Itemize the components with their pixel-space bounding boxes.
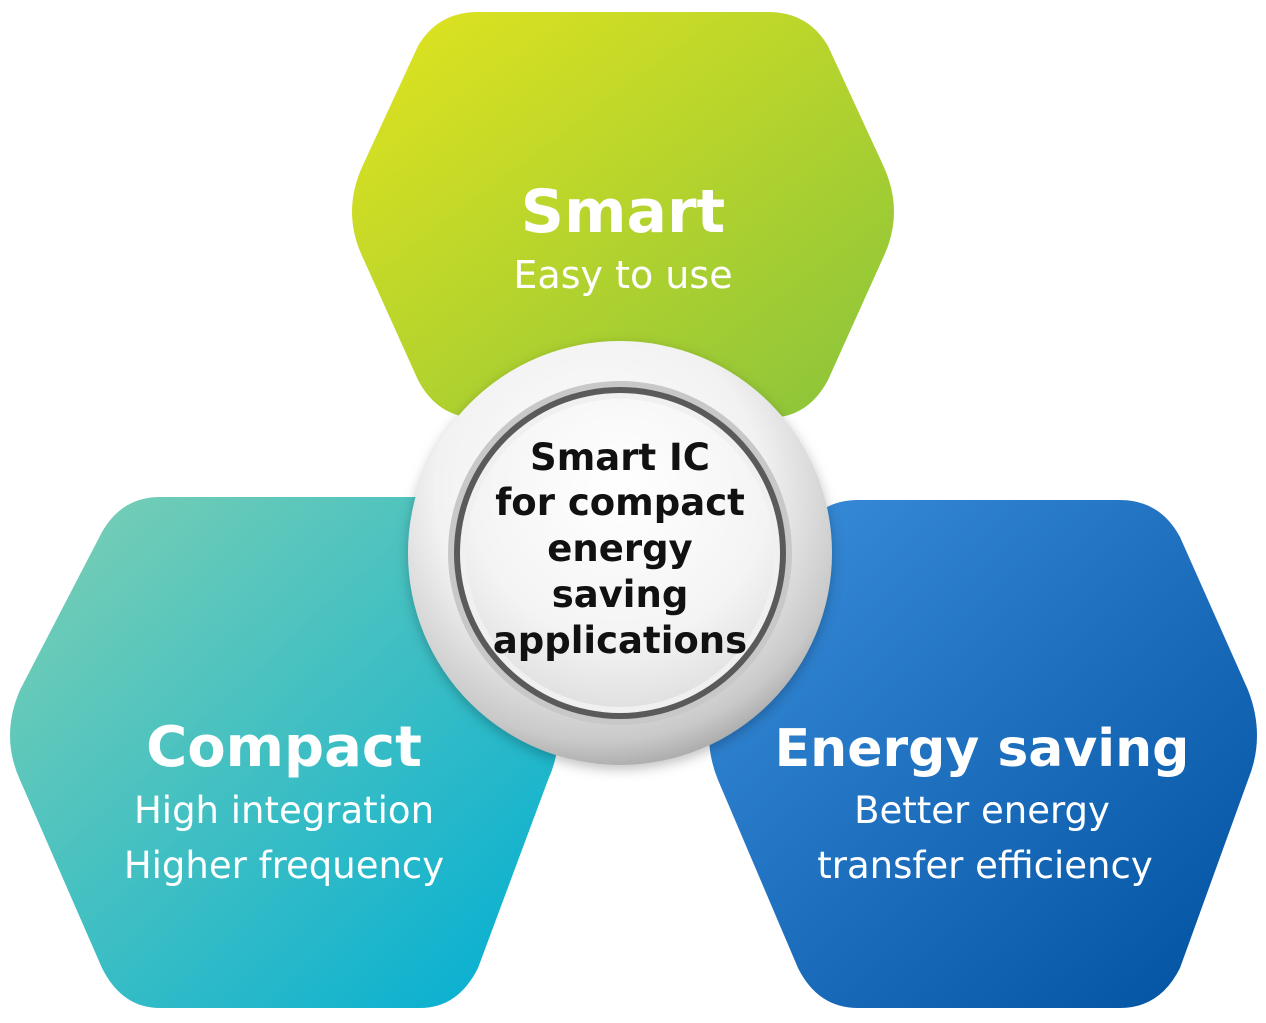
energy-hexagon-shape bbox=[709, 500, 1257, 1008]
smart-hexagon: Smart Easy to use bbox=[352, 12, 894, 418]
smart-hexagon-shape bbox=[352, 12, 894, 418]
smart-subtitle: Easy to use bbox=[513, 253, 732, 297]
center-orb-inner bbox=[466, 399, 774, 707]
compact-title: Compact bbox=[146, 715, 422, 780]
compact-line1: High integration bbox=[134, 789, 434, 832]
energy-line1: Better energy bbox=[854, 789, 1110, 832]
center-line4: saving bbox=[552, 573, 689, 616]
center-line5: applications bbox=[493, 619, 747, 662]
center-line2: for compact bbox=[495, 481, 745, 524]
smart-title: Smart bbox=[521, 177, 726, 247]
energy-line2: transfer efficiency bbox=[817, 844, 1153, 887]
center-line1: Smart IC bbox=[530, 436, 710, 479]
center-line3: energy bbox=[547, 527, 692, 570]
energy-title: Energy saving bbox=[775, 719, 1190, 779]
center-orb: Smart IC for compact energy saving appli… bbox=[408, 341, 832, 765]
energy-hexagon: Energy saving Better energy transfer eff… bbox=[709, 500, 1257, 1008]
compact-line2: Higher frequency bbox=[124, 844, 444, 887]
